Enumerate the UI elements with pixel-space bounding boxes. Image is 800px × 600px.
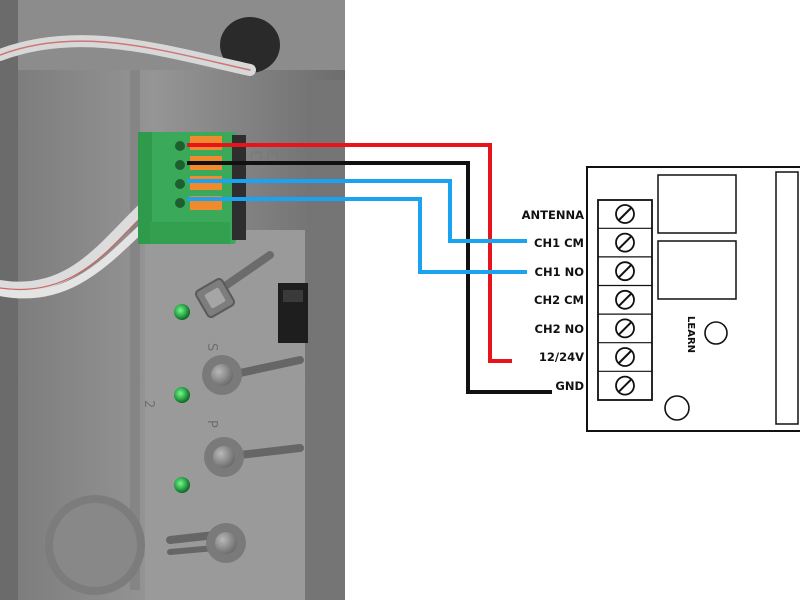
terminal-block xyxy=(138,132,246,244)
label-12-24v: 12/24V xyxy=(539,350,584,364)
label-gnd: GND xyxy=(555,379,584,393)
learn-button xyxy=(704,321,728,345)
relay-1 xyxy=(657,174,737,234)
button-top xyxy=(194,251,274,319)
embossed-2: 2 xyxy=(141,400,156,408)
wires xyxy=(187,143,552,394)
button-bottom xyxy=(166,523,246,563)
led-3 xyxy=(174,477,190,493)
embossed-p: P xyxy=(204,420,219,428)
receiver-board: LEARN xyxy=(586,166,800,432)
black-wire xyxy=(187,161,552,394)
label-ch1-cm: CH1 CM xyxy=(534,236,584,250)
screw-slot xyxy=(618,293,632,307)
screw-slot xyxy=(618,207,632,221)
cable-hole xyxy=(220,17,280,73)
blue-wire-1 xyxy=(187,179,527,243)
screw-slot xyxy=(618,321,632,336)
label-ch1-no: CH1 NO xyxy=(535,265,585,279)
led-2 xyxy=(174,387,190,403)
device-photo: ▢ ▢ S P xyxy=(0,0,345,600)
relay-2 xyxy=(657,240,737,300)
screw-slot xyxy=(618,264,632,278)
board-mount-hole xyxy=(664,395,690,421)
label-ch2-no: CH2 NO xyxy=(535,322,585,336)
screw-slot xyxy=(618,378,632,393)
screw-slot xyxy=(618,235,632,250)
board-antenna-strip xyxy=(775,171,799,425)
label-antenna: ANTENNA xyxy=(522,208,584,222)
label-ch2-cm: CH2 CM xyxy=(534,293,584,307)
red-wire xyxy=(187,143,512,363)
embossed-text: ▢ ▢ xyxy=(250,149,279,164)
button-middle xyxy=(202,355,304,395)
blue-wire-2 xyxy=(187,197,527,274)
embossed-s: S xyxy=(204,343,219,351)
led-1 xyxy=(174,304,190,320)
screw-slot xyxy=(618,350,632,364)
button-lower xyxy=(204,437,304,477)
learn-label: LEARN xyxy=(685,316,696,353)
